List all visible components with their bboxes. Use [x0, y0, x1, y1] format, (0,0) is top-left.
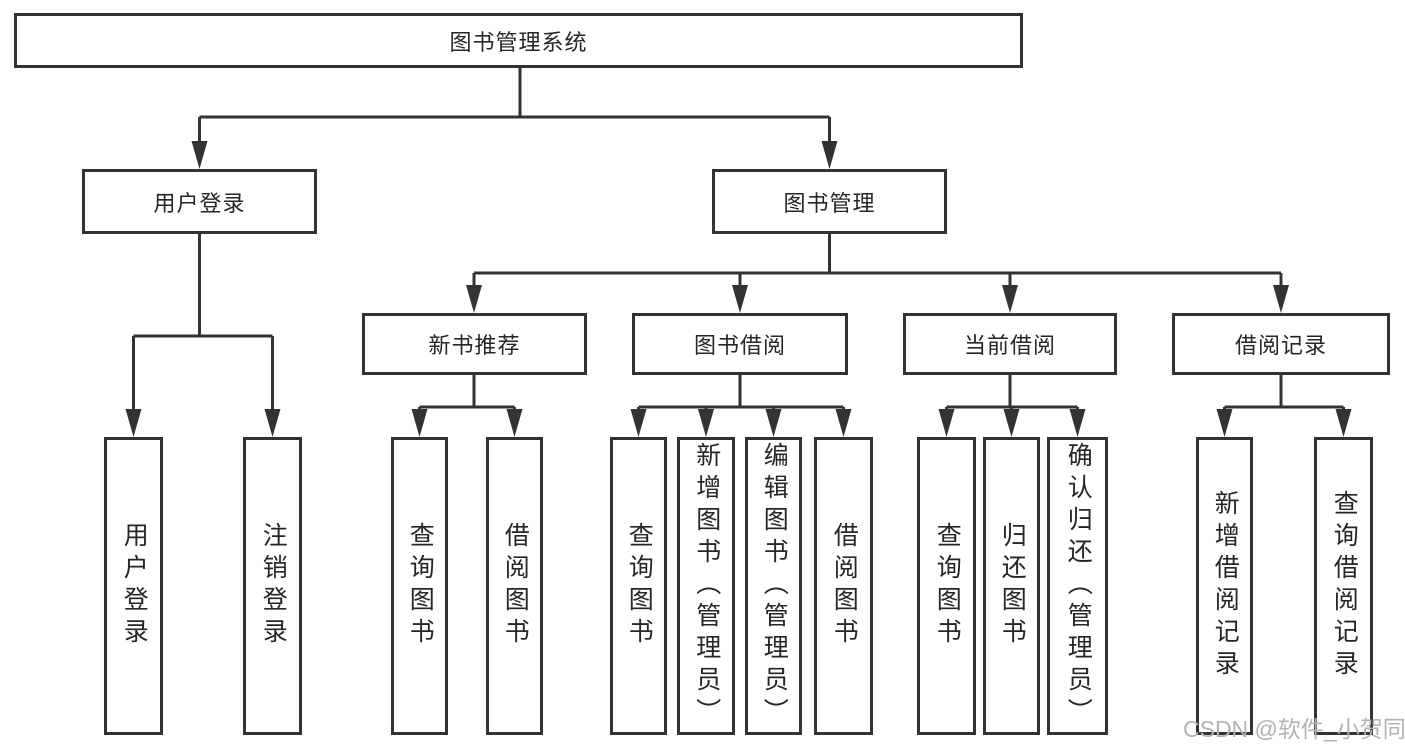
arrowhead: [1273, 285, 1289, 313]
node-root-label: 图书管理系统: [449, 29, 588, 55]
leaf-label: 编辑图书（管理员）: [760, 442, 789, 730]
arrowhead: [765, 409, 782, 437]
leaf-label: 借阅图书: [501, 522, 530, 650]
edge-newbooks-to-leaves: [418, 375, 516, 412]
leaf-label: 用户登录: [120, 522, 149, 650]
arrowhead: [698, 409, 714, 437]
leaf-query-borrow-record: 查询借阅记录: [1314, 437, 1373, 735]
node-borrow-records: 借阅记录: [1172, 313, 1390, 375]
leaf-label: 查询借阅记录: [1330, 490, 1359, 682]
node-new-book-recommend: 新书推荐: [362, 313, 587, 375]
arrowhead: [938, 409, 955, 437]
arrowhead: [835, 409, 852, 437]
arrowhead: [732, 285, 748, 313]
arrowhead: [125, 409, 142, 437]
node-book-management: 图书管理: [712, 169, 947, 234]
node-root: 图书管理系统: [14, 13, 1023, 68]
leaf-label: 借阅图书: [830, 522, 859, 650]
leaf-borrow-books-2: 借阅图书: [814, 437, 873, 735]
arrowhead: [1335, 409, 1352, 437]
edge-bookmgmt-to-level3: [472, 234, 1283, 287]
arrowhead: [191, 141, 208, 169]
node-book-borrow: 图书借阅: [632, 313, 848, 375]
node-book-management-label: 图书管理: [783, 190, 876, 216]
leaf-logout: 注销登录: [243, 437, 302, 735]
leaf-query-books-1: 查询图书: [391, 437, 448, 735]
arrowhead: [1002, 285, 1018, 313]
csdn-watermark: CSDN @软件_小贺同学: [1183, 716, 1405, 742]
arrowhead: [1216, 409, 1233, 437]
leaf-query-books-3: 查询图书: [917, 437, 976, 735]
leaf-edit-books-admin: 编辑图书（管理员）: [745, 437, 802, 735]
leaf-label: 新增借阅记录: [1211, 490, 1240, 682]
node-book-borrow-label: 图书借阅: [693, 333, 786, 358]
node-user-login-label: 用户登录: [153, 190, 246, 216]
arrowhead: [506, 409, 523, 437]
node-current-borrow: 当前借阅: [903, 313, 1117, 375]
arrowhead: [630, 409, 647, 437]
leaf-label: 查询图书: [406, 522, 435, 650]
leaf-borrow-books-1: 借阅图书: [486, 437, 543, 735]
edge-userlogin-to-leaves: [132, 234, 274, 411]
leaf-label: 归还图书: [998, 522, 1027, 650]
arrowhead: [466, 285, 482, 313]
leaf-add-borrow-record: 新增借阅记录: [1196, 437, 1253, 735]
leaf-label: 查询图书: [933, 522, 962, 650]
leaf-add-books-admin: 新增图书（管理员）: [677, 437, 735, 735]
arrowhead: [821, 141, 838, 169]
edge-currentborrow-to-leaves: [945, 375, 1079, 412]
arrowhead: [1069, 409, 1086, 437]
node-current-borrow-label: 当前借阅: [963, 333, 1056, 358]
edge-borrowrecords-to-leaves: [1223, 375, 1345, 412]
node-new-book-recommend-label: 新书推荐: [428, 333, 521, 358]
arrowhead: [411, 409, 428, 437]
node-borrow-records-label: 借阅记录: [1234, 333, 1327, 358]
leaf-label: 新增图书（管理员）: [692, 442, 721, 730]
leaf-query-books-2: 查询图书: [610, 437, 667, 735]
edge-root-to-level2: [198, 68, 831, 143]
edge-bookborrow-to-leaves: [637, 375, 845, 412]
leaf-label: 确认归还（管理员）: [1064, 442, 1093, 730]
arrowheads: [125, 141, 1352, 437]
arrowhead: [264, 409, 281, 437]
leaf-label: 注销登录: [259, 522, 288, 650]
leaf-user-login: 用户登录: [104, 437, 163, 735]
leaf-confirm-return-admin: 确认归还（管理员）: [1047, 437, 1108, 735]
leaf-label: 查询图书: [625, 522, 654, 650]
node-user-login: 用户登录: [82, 169, 317, 234]
leaf-return-books: 归还图书: [983, 437, 1040, 735]
arrowhead: [1003, 409, 1020, 437]
